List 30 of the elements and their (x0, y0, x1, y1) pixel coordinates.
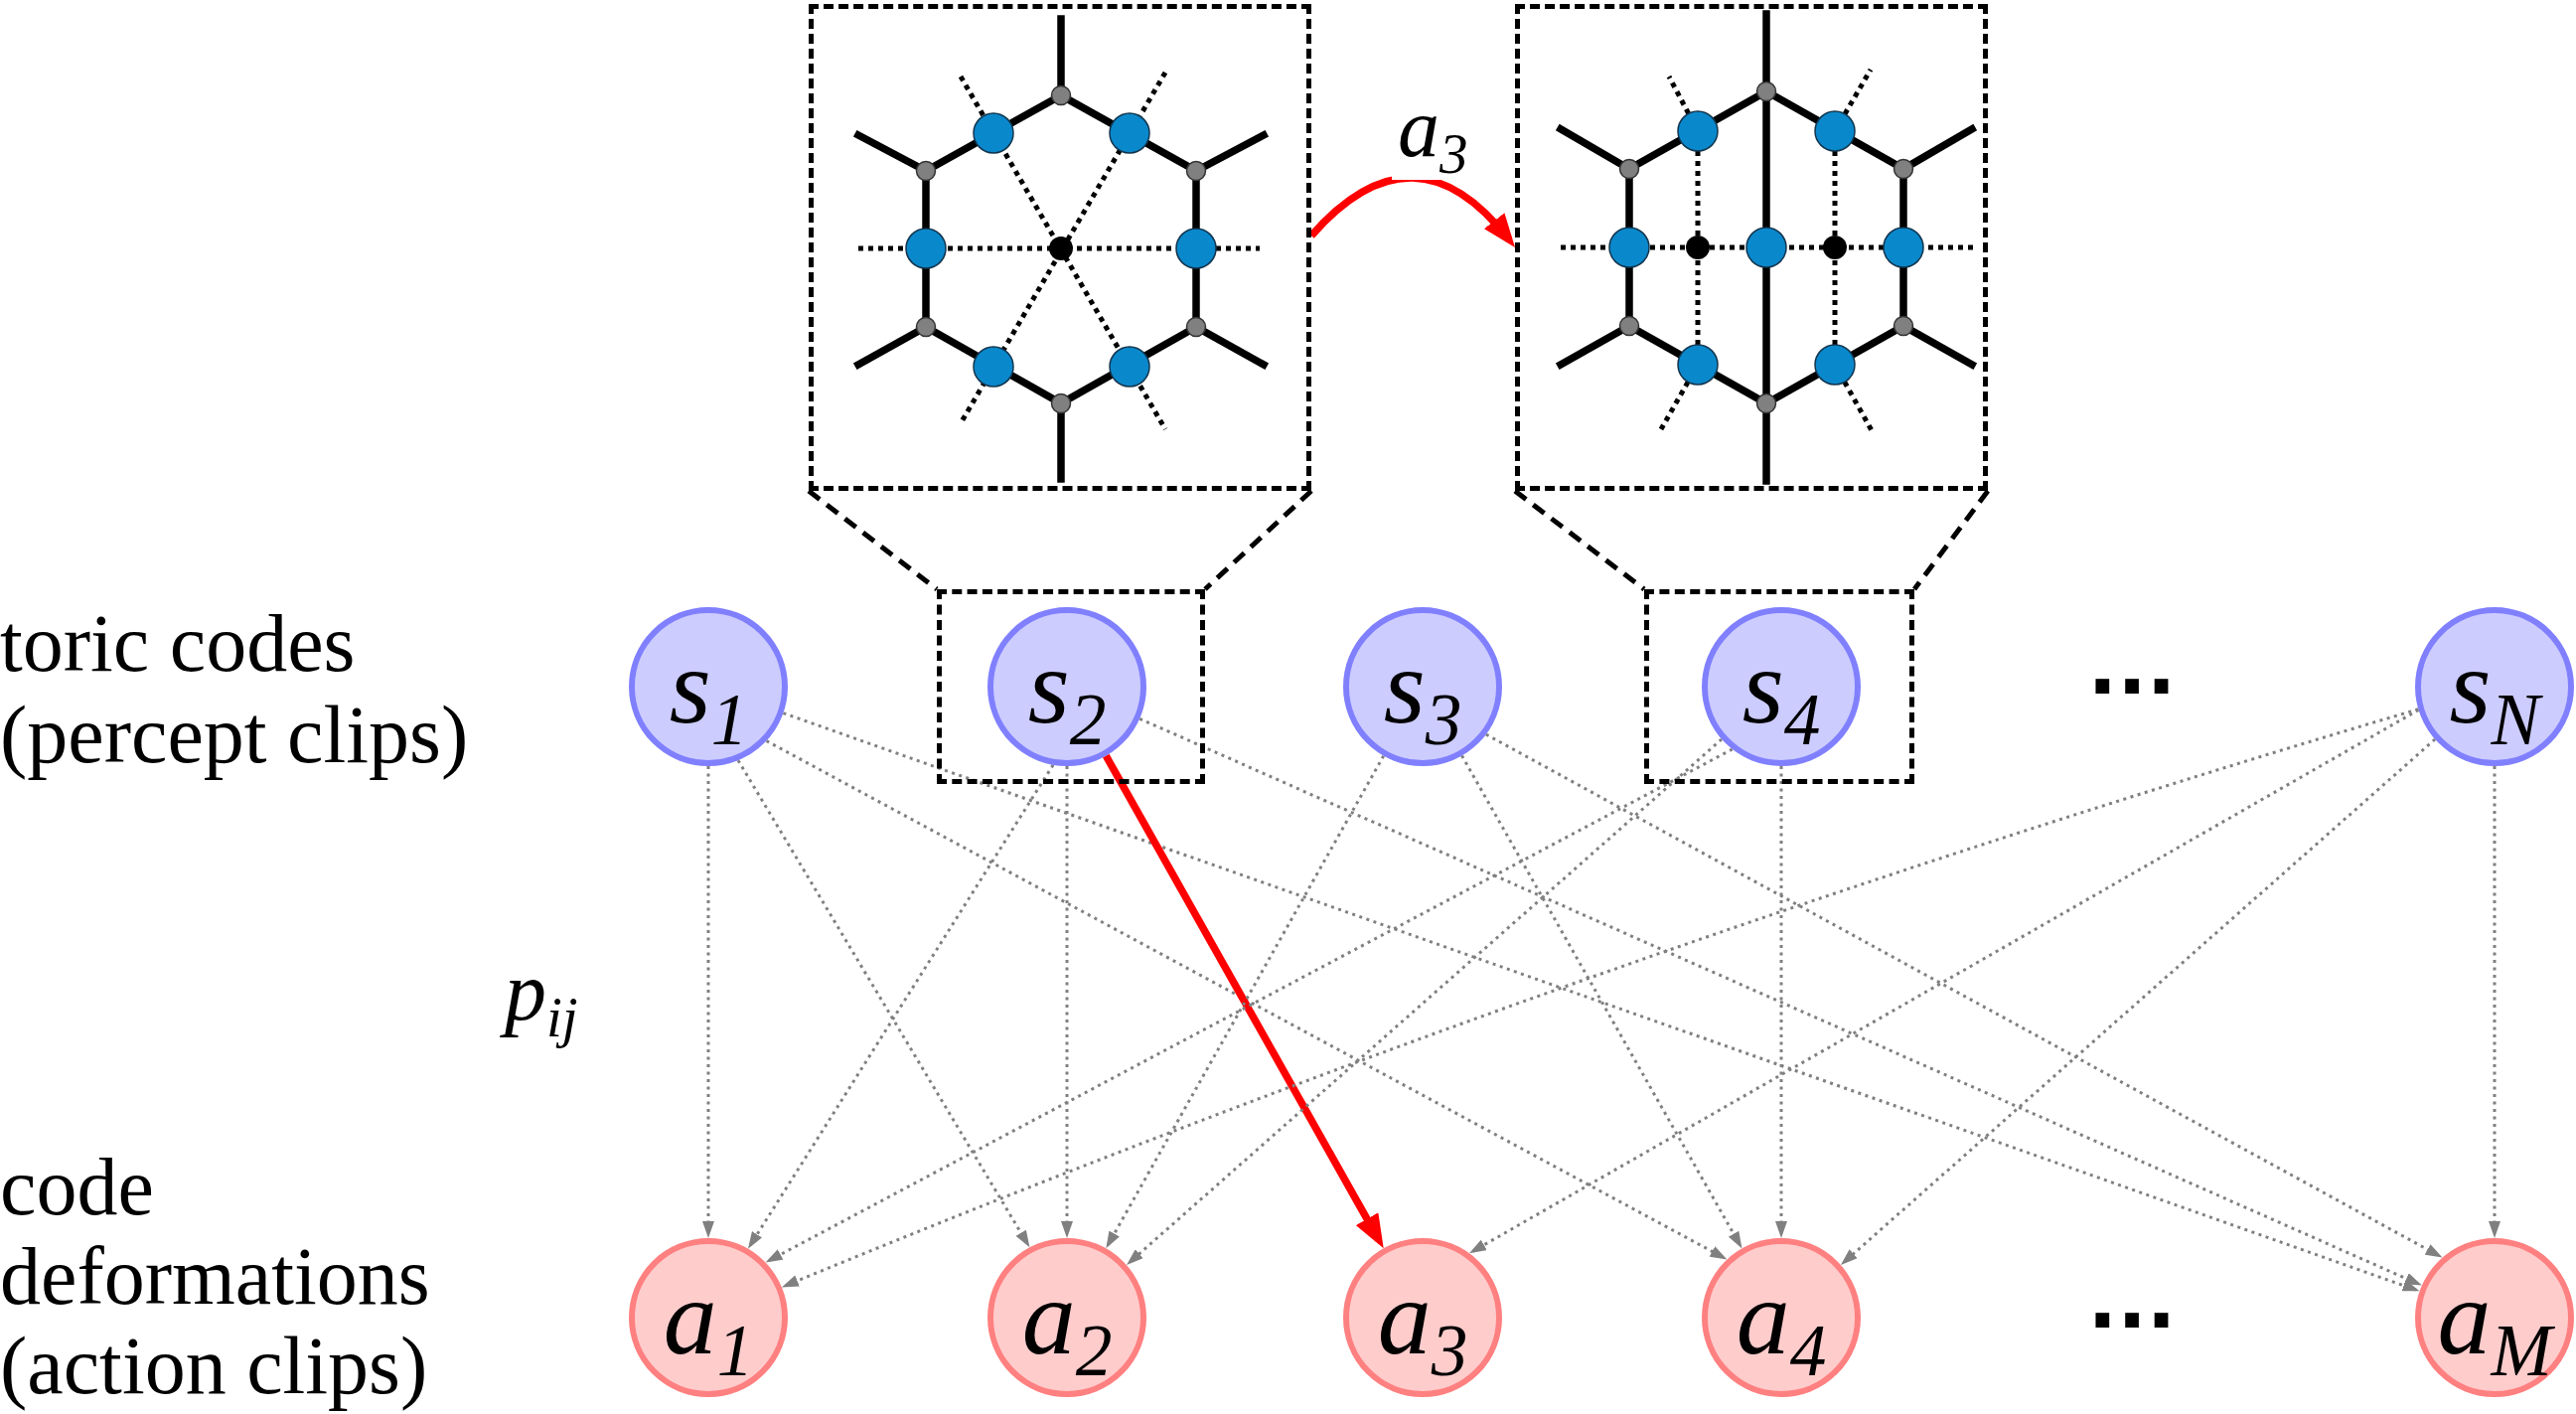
percept-node: s$_{2}$ (987, 607, 1146, 766)
zoom-frame (937, 589, 1205, 784)
ellipsis: ... (2086, 1262, 2178, 1339)
zoom-line (807, 489, 939, 591)
percept-node: s$_{1}$ (629, 607, 788, 766)
action-node: a$_{M}$ (2415, 1238, 2574, 1397)
percept-node: s$_{N}$ (2415, 607, 2574, 766)
action-node: a$_{1}$ (629, 1238, 788, 1397)
arrow (1840, 737, 2437, 1266)
zoom-line (1203, 489, 1313, 591)
zoom-frame (1644, 589, 1914, 784)
arrow (702, 766, 714, 1238)
zoom-line (1513, 489, 1646, 591)
zoom-line (1912, 489, 1990, 591)
action-node: a$_{2}$ (987, 1238, 1146, 1397)
arrow (1308, 174, 1516, 247)
arrow (1127, 737, 1723, 1266)
row-label: code deformations (action clips) (0, 1143, 431, 1411)
arrow (1460, 754, 1743, 1249)
arrow (1138, 716, 2422, 1286)
percept-node: s$_{3}$ (1343, 607, 1502, 766)
percept-node: s$_{4}$ (1702, 607, 1861, 766)
action-node: a$_{3}$ (1343, 1238, 1502, 1397)
arrow (1061, 766, 1073, 1238)
row-label: toric codes (percept clips) (0, 598, 470, 781)
arrow (1775, 766, 1787, 1238)
action-node: a$_{4}$ (1702, 1238, 1861, 1397)
inset-panel (809, 4, 1311, 491)
ellipsis: ... (2086, 628, 2178, 706)
arrow (2489, 766, 2500, 1238)
